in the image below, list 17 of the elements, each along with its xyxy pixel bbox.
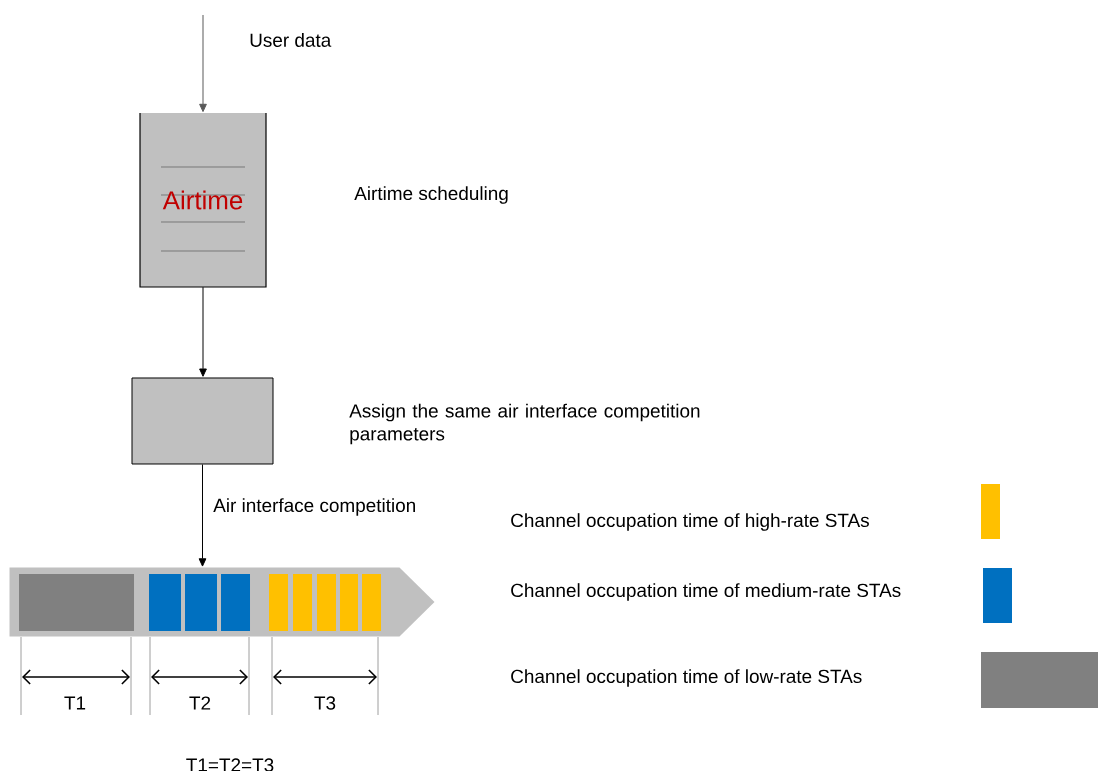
annotation-text: Assign the same air interface competition parameters: [349, 403, 700, 445]
process-box: [131, 377, 274, 465]
legend-text: Channel occupation time of medium-rate STAs: [511, 583, 901, 601]
edge-label: Air interface competition: [213, 498, 415, 516]
timeline-arrow-drawing: [9, 567, 435, 637]
arrow: [199, 286, 207, 377]
legend-text: Channel occupation time of low-rate STAs: [511, 669, 862, 687]
dimension-label: T1: [64, 696, 86, 710]
dimension-label: T2: [189, 696, 211, 710]
arrow: [199, 14, 207, 113]
arrow: [198, 464, 207, 567]
annotation-text: Airtime scheduling: [354, 186, 508, 204]
dimension-label: T3: [314, 696, 336, 710]
queue-box: Airtime: [139, 112, 267, 288]
legend-text: Channel occupation time of high-rate STAs: [511, 513, 869, 531]
edge-label: User data: [250, 33, 332, 47]
dimension-label: T1=T2=T3: [186, 758, 274, 771]
